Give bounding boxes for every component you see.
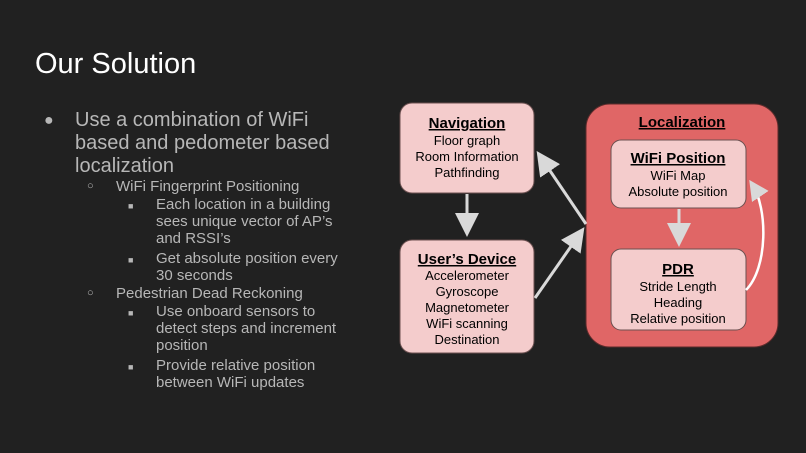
bullet-dot-icon: ● [44,112,54,129]
slide-title: Our Solution [35,48,197,80]
arrow-device-to-localization [533,227,585,299]
navigation-title: Navigation [429,115,506,132]
arrow-localization-to-navigation [536,151,588,225]
wifi-position-line-1: WiFi Map [651,168,706,183]
users-device-line-1: Accelerometer [425,268,509,283]
bullet-square-icon: ■ [128,255,134,265]
bullet-main-line-3: localization [75,155,174,177]
users-device-line-5: Destination [434,332,499,347]
navigation-box [399,102,535,194]
users-device-line-2: Gyroscope [436,284,499,299]
bullet-square-icon: ■ [128,308,134,318]
bullet-sub2-item1-line1: Use onboard sensors to [156,303,316,320]
bullet-ring-icon: ○ [87,180,94,192]
bullet-sub2-label: Pedestrian Dead Reckoning [116,285,303,302]
bullet-ring-icon: ○ [87,287,94,299]
bullet-sub2-item2-line2: between WiFi updates [156,374,305,391]
bullet-sub2-item1-line3: position [156,337,208,354]
users-device-line-3: Magnetometer [425,300,509,315]
pdr-line-3: Relative position [630,311,725,326]
navigation-line-2: Room Information [415,149,518,164]
wifi-position-line-2: Absolute position [628,184,727,199]
localization-title: Localization [639,114,726,131]
navigation-line-3: Pathfinding [434,165,499,180]
pdr-title: PDR [662,261,694,278]
bullet-sub2-item2-line1: Provide relative position [156,357,316,374]
users-device-title: User’s Device [418,251,516,268]
bullet-main-line-2: based and pedometer based [75,132,330,154]
bullet-sub1-item1-line2: sees unique vector of AP’s [156,213,333,230]
arrow-pdr-to-wifi [745,179,769,291]
pdr-line-1: Stride Length [639,279,716,294]
wifi-position-title: WiFi Position [631,150,726,167]
users-device-box [399,239,535,354]
bullet-sub1-item2-line1: Get absolute position every [156,250,338,267]
users-device-line-4: WiFi scanning [426,316,508,331]
bullet-main-line-1: Use a combination of WiFi [75,109,309,131]
bullet-sub1-item2-line2: 30 seconds [156,267,233,284]
wifi-position-box [610,139,747,209]
navigation-line-1: Floor graph [434,133,500,148]
bullet-square-icon: ■ [128,362,134,372]
pdr-line-2: Heading [654,295,702,310]
bullet-sub1-label: WiFi Fingerprint Positioning [116,178,300,195]
bullet-sub1-item1-line1: Each location in a building [156,196,331,213]
bullet-sub1-item1-line3: and RSSI’s [156,230,231,247]
bullet-sub2-item1-line2: detect steps and increment [156,320,337,337]
bullet-square-icon: ■ [128,201,134,211]
